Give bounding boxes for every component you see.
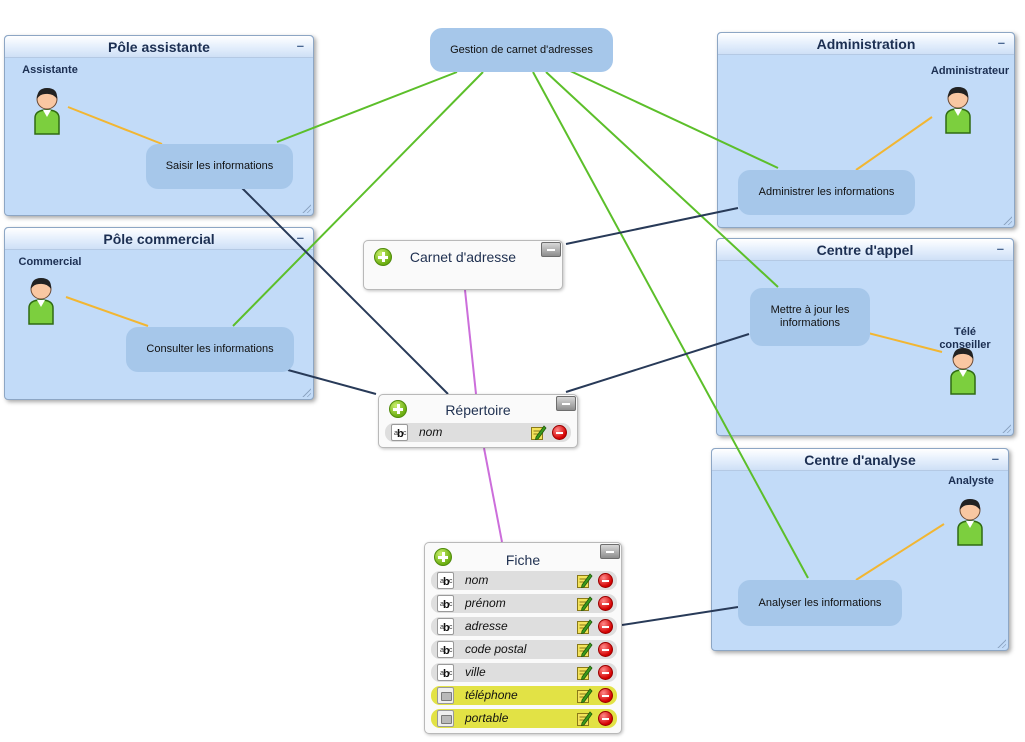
usecase-saisir-informations[interactable]: Saisir les informations [146,144,293,189]
delete-icon[interactable] [598,711,613,726]
entity-title: Carnet d'adresse [409,249,517,265]
panel-title: Administration [718,33,1014,55]
system-gestion-carnet[interactable]: Gestion de carnet d'adresses [430,28,613,72]
minimize-icon[interactable]: – [997,35,1005,50]
minimize-icon[interactable] [556,396,576,411]
minimize-icon[interactable] [541,242,561,257]
add-attribute-icon[interactable] [434,548,452,566]
delete-icon[interactable] [598,665,613,680]
edit-icon[interactable] [576,664,593,681]
repertoire-to-fiche [483,447,503,543]
attribute-name: nom [465,573,489,587]
entity-title: Fiche [505,552,541,568]
resize-handle[interactable] [996,638,1006,648]
delete-icon[interactable] [598,573,613,588]
delete-icon[interactable] [598,619,613,634]
panel-title: Centre d'appel [717,239,1013,261]
delete-icon[interactable] [598,596,613,611]
resize-handle[interactable] [301,387,311,397]
phone-type-icon [437,710,454,727]
actor-label-assistante: Assistante [22,64,78,76]
edit-icon[interactable] [576,595,593,612]
delete-icon[interactable] [552,425,567,440]
user-icon [34,88,60,135]
minimize-icon[interactable]: – [996,241,1004,256]
user-icon [28,278,54,325]
usecase-mettre-a-jour-informations[interactable]: Mettre à jour les informations [750,288,870,346]
resize-handle[interactable] [1002,215,1012,225]
phone-type-icon [437,687,454,704]
edit-icon[interactable] [576,641,593,658]
edit-icon[interactable] [576,710,593,727]
attribute-row[interactable]: portable [431,709,617,728]
panel-pole-commercial[interactable]: Pôle commercial – Commercial [4,227,314,400]
attribute-row[interactable]: téléphone [431,686,617,705]
attribute-name: nom [419,425,443,439]
attribute-name: téléphone [465,688,518,702]
actor-label-administrateur: Administrateur [930,65,1010,77]
edit-icon[interactable] [530,424,547,441]
add-attribute-icon[interactable] [389,400,407,418]
edit-icon[interactable] [576,687,593,704]
user-icon [945,87,971,134]
entity-carnet-adresse[interactable]: Carnet d'adresse [363,240,563,290]
user-icon [957,499,983,546]
minimize-icon[interactable]: – [991,451,999,466]
attribute-name: prénom [465,596,506,610]
panel-title: Pôle commercial [5,228,313,250]
minimize-icon[interactable]: – [296,230,304,245]
entity-title: Répertoire [445,402,511,418]
attribute-name: ville [465,665,486,679]
edit-icon[interactable] [576,572,593,589]
actor-label-analyste: Analyste [948,475,994,487]
panel-title: Centre d'analyse [712,449,1008,471]
attribute-name: portable [465,711,509,725]
minimize-icon[interactable]: – [296,38,304,53]
resize-handle[interactable] [1001,423,1011,433]
usecase-consulter-informations[interactable]: Consulter les informations [126,327,294,372]
carnet-to-repertoire [464,289,477,395]
edit-icon[interactable] [576,618,593,635]
user-icon [950,348,976,395]
resize-handle[interactable] [301,203,311,213]
attribute-name: adresse [465,619,508,633]
panel-title: Pôle assistante [5,36,313,58]
usecase-analyser-informations[interactable]: Analyser les informations [738,580,902,626]
delete-icon[interactable] [598,642,613,657]
attribute-name: code postal [465,642,527,656]
minimize-icon[interactable] [600,544,620,559]
usecase-administrer-informations[interactable]: Administrer les informations [738,170,915,215]
delete-icon[interactable] [598,688,613,703]
administrer-to-carnet [565,207,739,245]
usecase-line-1: Mettre à jour les [770,304,850,316]
actor-label-commercial: Commercial [18,256,82,268]
usecase-line-2: informations [780,317,840,329]
